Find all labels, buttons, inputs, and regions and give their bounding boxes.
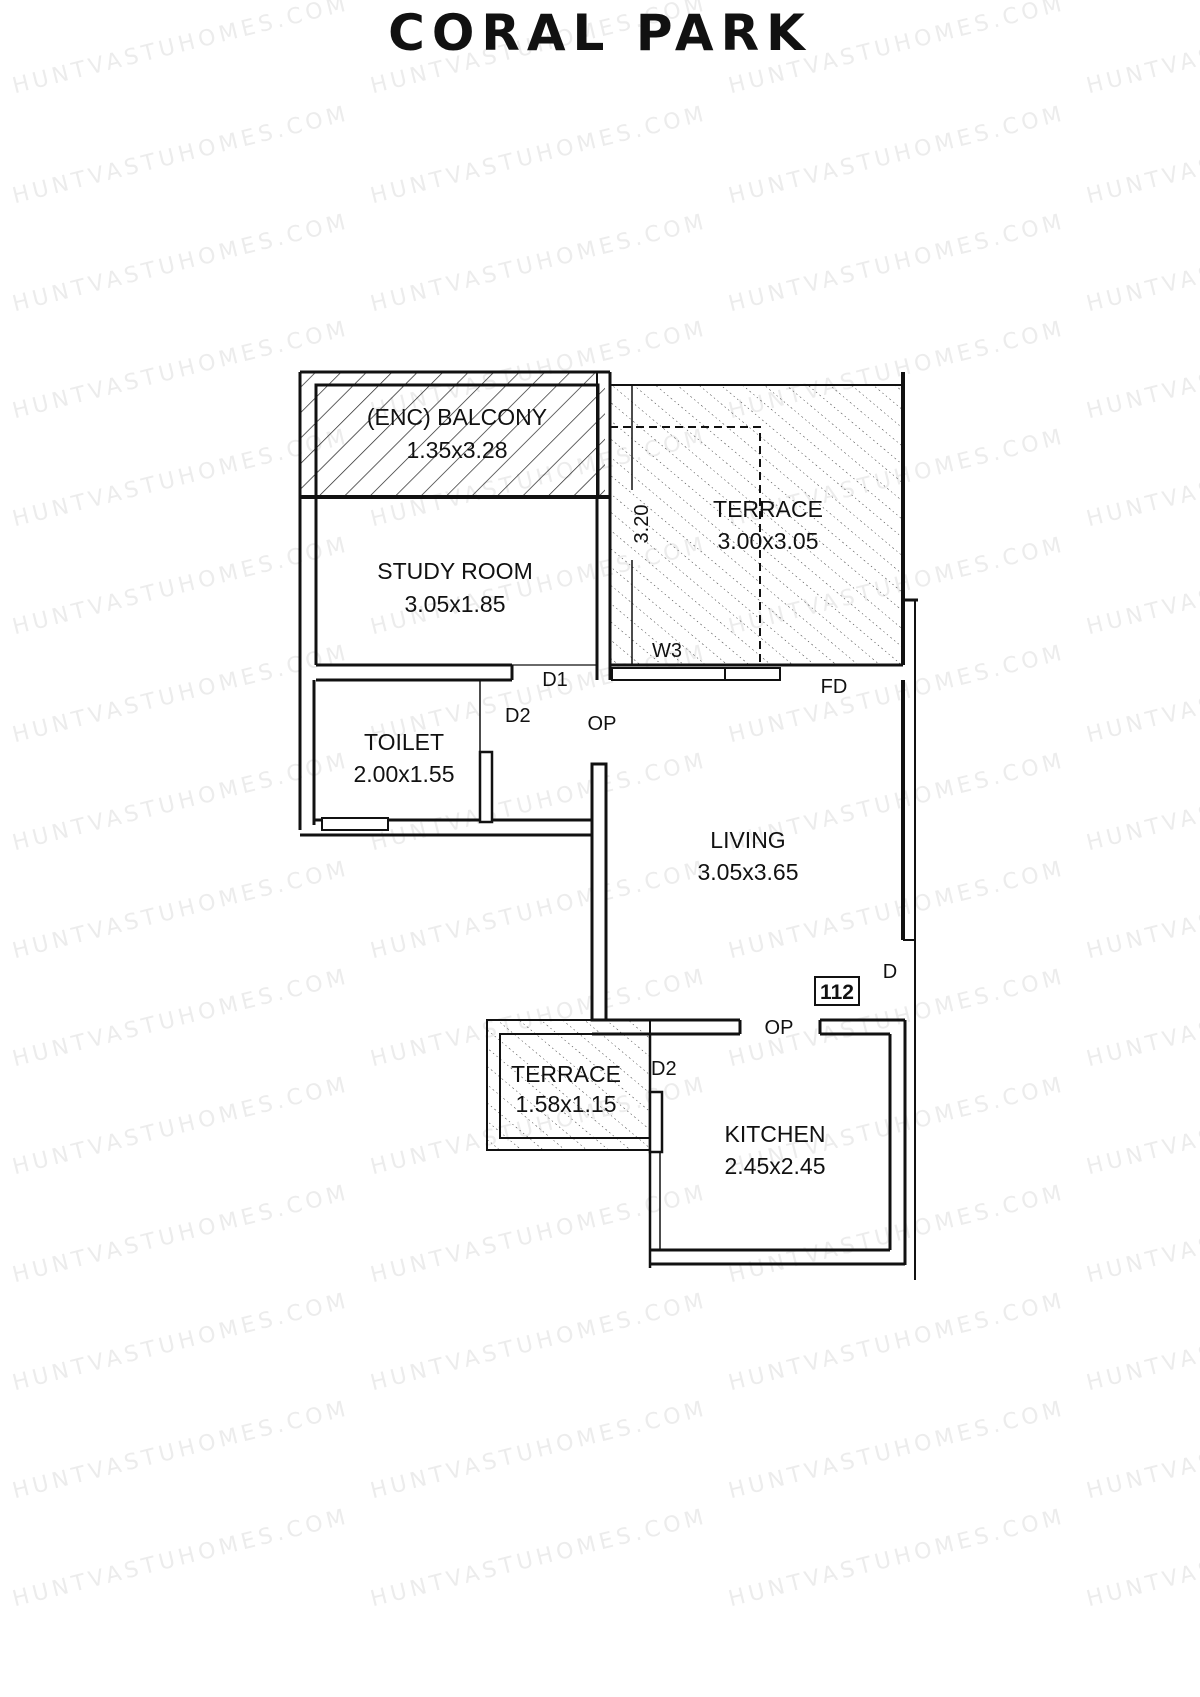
room-name: STUDY ROOM: [377, 558, 532, 584]
room-size: 1.35x3.28: [406, 437, 507, 463]
door-d2-label: D2: [505, 705, 531, 727]
room-study: STUDY ROOM 3.05x1.85: [314, 497, 599, 682]
unit-number: 112: [820, 981, 854, 1004]
room-enc-balcony: (ENC) BALCONY 1.35x3.28: [298, 370, 610, 830]
room-size: 3.05x1.85: [404, 591, 505, 617]
french-door-label: FD: [821, 676, 848, 698]
room-name: TOILET: [364, 729, 444, 755]
room-size: 2.00x1.55: [353, 761, 454, 787]
room-kitchen: D2 KITCHEN 2.45x2.45: [648, 1018, 907, 1268]
opening-label: OP: [588, 713, 617, 735]
window-w3-label: W3: [652, 640, 682, 662]
opening-label: OP: [765, 1017, 794, 1039]
room-size: 1.58x1.15: [515, 1091, 616, 1117]
room-size: 3.05x3.65: [697, 859, 798, 885]
page-title: CORAL PARK: [388, 4, 812, 62]
room-terrace-small: TERRACE 1.58x1.15: [486, 1019, 651, 1151]
dimension-label: 3.20: [631, 505, 653, 544]
main-door-label: D: [883, 961, 897, 983]
room-name: KITCHEN: [725, 1121, 826, 1147]
door-d2-label: D2: [651, 1058, 677, 1080]
window-w3: FD: [611, 598, 918, 1280]
unit-number-box: [814, 976, 860, 1006]
room-living: OP LIVING 3.05x3.65 112 D OP: [580, 713, 897, 1039]
room-toilet: TOILET 2.00x1.55 D2 D1: [300, 664, 597, 837]
room-name: TERRACE: [511, 1061, 621, 1087]
room-name: LIVING: [710, 827, 785, 853]
door-d1-label: D1: [542, 669, 568, 691]
room-name: (ENC) BALCONY: [367, 404, 547, 430]
room-name: TERRACE: [713, 496, 823, 522]
room-terrace-main: 3.20 TERRACE 3.00x3.05 W3: [596, 372, 905, 680]
room-size: 3.00x3.05: [717, 528, 818, 554]
room-size: 2.45x2.45: [724, 1153, 825, 1179]
